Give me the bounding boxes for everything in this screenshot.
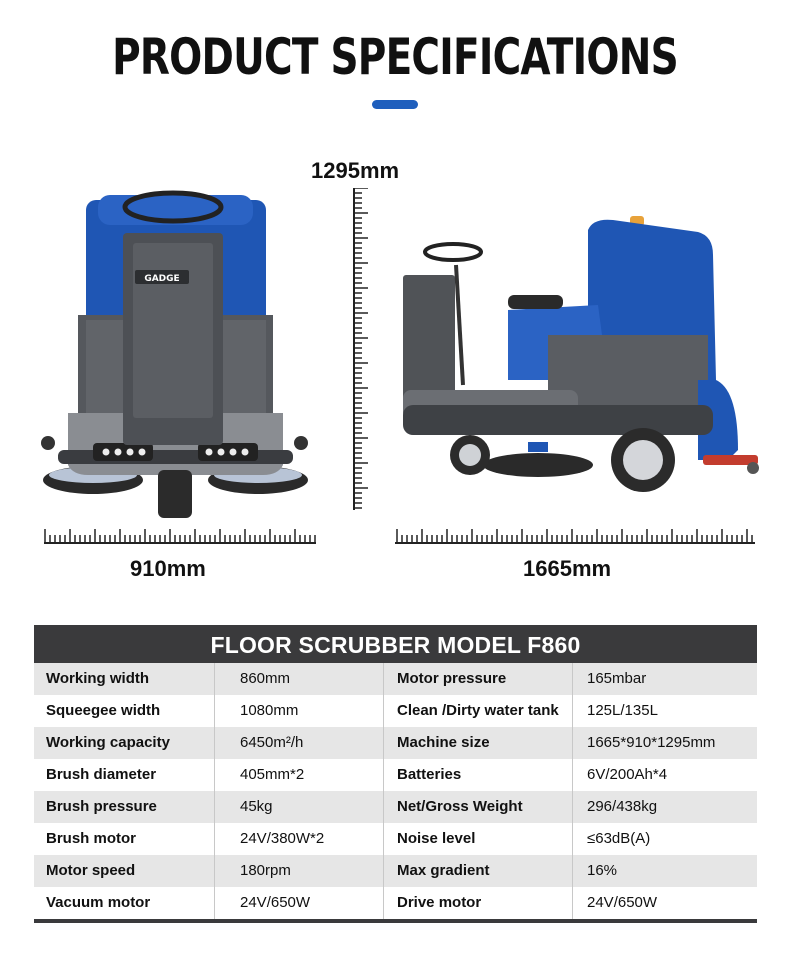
spec-value: ≤63dB(A) (587, 830, 651, 847)
spec-label: Net/Gross Weight (384, 791, 573, 823)
height-ruler (353, 188, 368, 510)
spec-value: 125L/135L (587, 702, 658, 719)
spec-label: Motor speed (34, 855, 215, 887)
spec-value: 6V/200Ah*4 (587, 766, 668, 783)
spec-value: 24V/650W (587, 894, 658, 911)
spec-value: 860mm (215, 663, 384, 695)
spec-label: Batteries (384, 759, 573, 791)
table-row: Working capacity 6450m²/h Machine size 1… (34, 727, 757, 759)
spec-value: 24V/380W*2 (215, 823, 384, 855)
table-row: Vacuum motor 24V/650W Drive motor 24V/65… (34, 887, 757, 919)
spec-value: 296/438kg (587, 798, 658, 815)
length-dimension-label: 1665mm (523, 556, 612, 581)
spec-value: 1665*910*1295mm (587, 734, 716, 751)
spec-label: Clean /Dirty water tank (384, 695, 573, 727)
spec-label: Noise level (384, 823, 573, 855)
table-row: Brush pressure 45kg Net/Gross Weight 296… (34, 791, 757, 823)
spec-value: 180rpm (215, 855, 384, 887)
spec-label: Vacuum motor (34, 887, 215, 919)
spec-label: Working width (34, 663, 215, 695)
title-accent-bar (372, 100, 418, 109)
spec-label: Max gradient (384, 855, 573, 887)
spec-value: 16% (587, 862, 618, 879)
table-row: Brush diameter 405mm*2 Batteries 6V/200A… (34, 759, 757, 791)
machine-side-view-image (403, 216, 759, 492)
spec-table-body: Working width 860mm Motor pressure 165mb… (34, 663, 757, 923)
spec-table: FLOOR SCRUBBER MODEL F860 Working width … (34, 625, 757, 923)
brand-logo: GADGE (144, 274, 179, 284)
spec-value: 6450m²/h (215, 727, 384, 759)
spec-label: Brush motor (34, 823, 215, 855)
table-row: Working width 860mm Motor pressure 165mb… (34, 663, 757, 695)
spec-label: Drive motor (384, 887, 573, 919)
spec-label: Squeegee width (34, 695, 215, 727)
spec-label: Machine size (384, 727, 573, 759)
spec-table-header: FLOOR SCRUBBER MODEL F860 (34, 625, 757, 663)
machine-front-view-image: GADGE (41, 190, 308, 518)
spec-value: 1080mm (215, 695, 384, 727)
width-ruler (44, 529, 316, 544)
spec-label: Working capacity (34, 727, 215, 759)
table-row: Motor speed 180rpm Max gradient 16% (34, 855, 757, 887)
length-ruler (395, 529, 755, 544)
spec-label: Brush diameter (34, 759, 215, 791)
table-row: Squeegee width 1080mm Clean /Dirty water… (34, 695, 757, 727)
table-row: Brush motor 24V/380W*2 Noise level ≤63dB… (34, 823, 757, 855)
spec-value: 165mbar (587, 670, 647, 687)
height-dimension-label: 1295mm (311, 158, 400, 183)
spec-label: Motor pressure (384, 663, 573, 695)
spec-value: 24V/650W (215, 887, 384, 919)
spec-value: 45kg (215, 791, 384, 823)
page-title: PRODUCT SPECIFICATIONS (112, 28, 679, 86)
spec-value: 405mm*2 (215, 759, 384, 791)
spec-label: Brush pressure (34, 791, 215, 823)
width-dimension-label: 910mm (130, 556, 206, 581)
